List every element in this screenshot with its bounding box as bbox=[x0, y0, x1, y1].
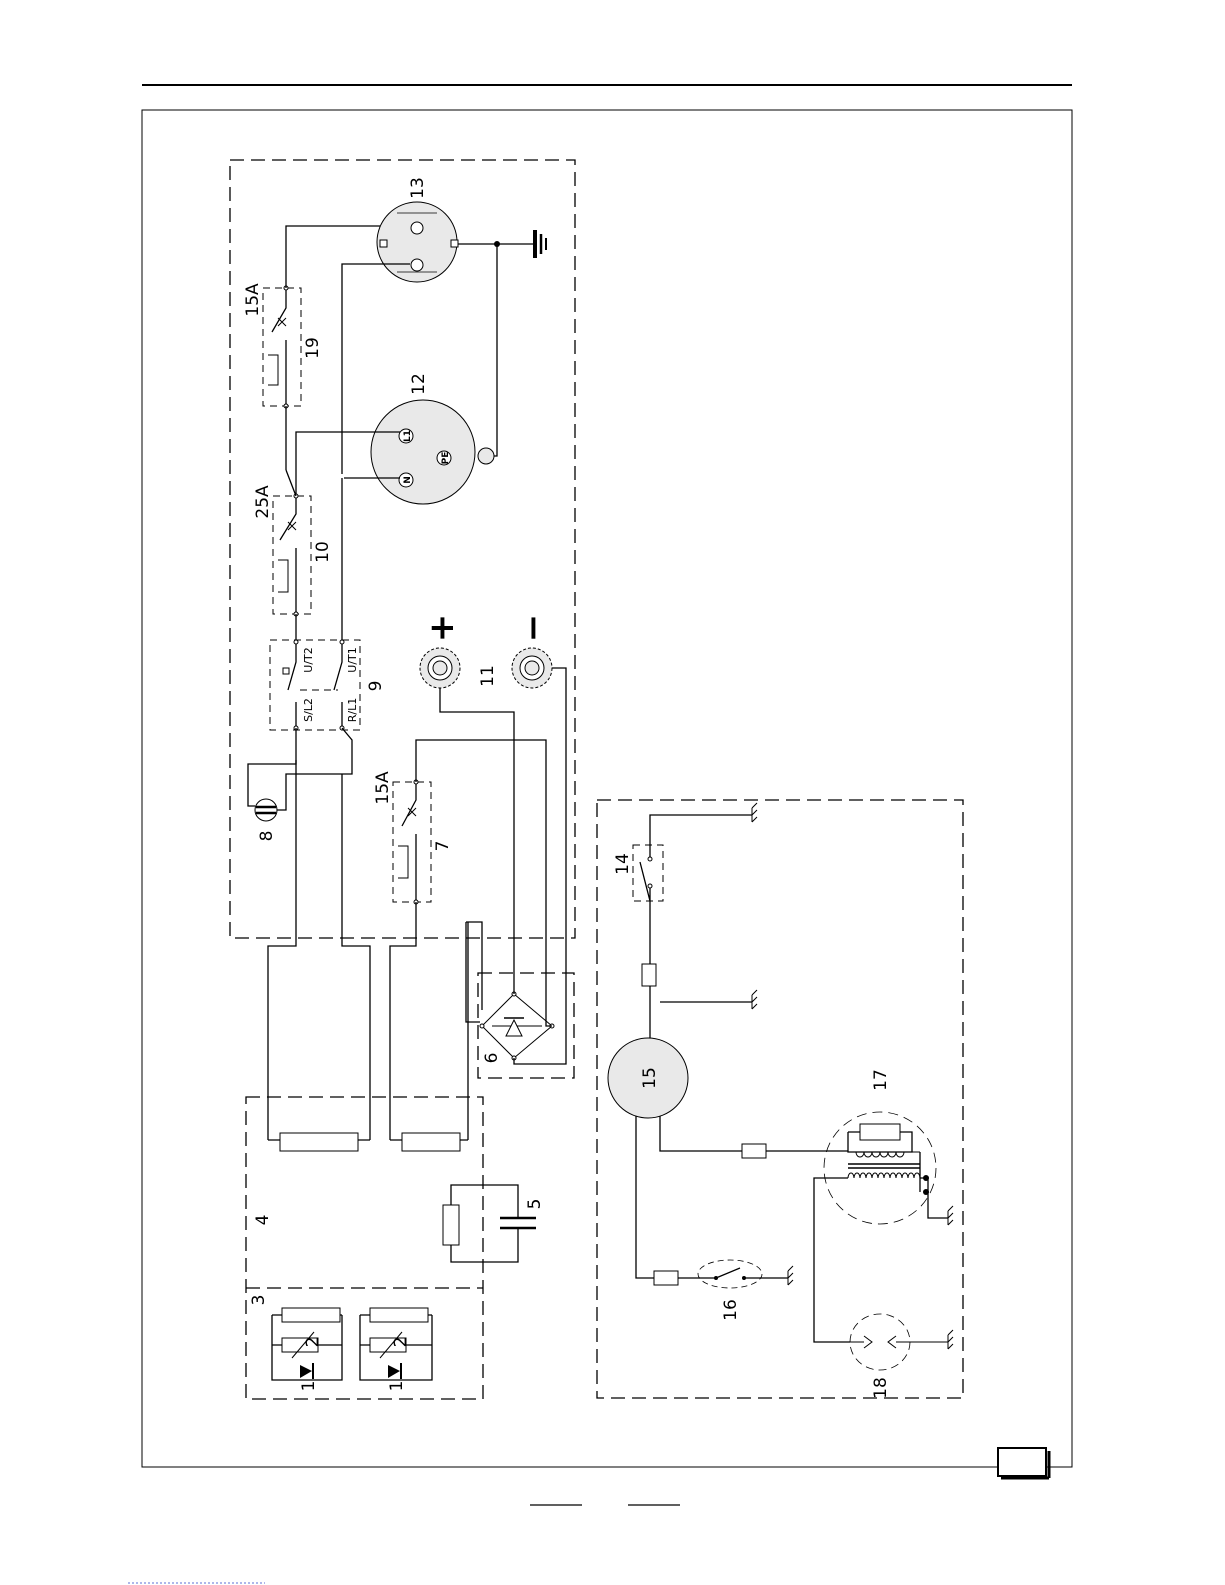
breaker-19 bbox=[263, 286, 301, 408]
label-9: 9 bbox=[366, 681, 386, 692]
socket-13 bbox=[377, 202, 458, 282]
earth-ground-symbol bbox=[458, 230, 546, 258]
lamp-18 bbox=[850, 1314, 948, 1370]
fuse-17 bbox=[742, 1144, 766, 1158]
label-17: 17 bbox=[871, 1069, 891, 1091]
rc-network-5 bbox=[443, 1185, 536, 1262]
fuse-16 bbox=[654, 1271, 678, 1285]
label-12: 12 bbox=[409, 373, 429, 395]
label-5: 5 bbox=[525, 1199, 545, 1210]
terminal-plus-sign: + bbox=[422, 614, 462, 643]
switch-14 bbox=[633, 845, 663, 901]
terminal-plus bbox=[420, 648, 460, 688]
socket-12: L1 N PE bbox=[371, 400, 494, 504]
resistor-4a bbox=[280, 1133, 358, 1151]
label-1b: 1 bbox=[387, 1381, 407, 1392]
component-labels: 13 19 15A 12 25A 10 9 11 15A 8 7 6 4 5 3… bbox=[243, 177, 891, 1399]
label-6: 6 bbox=[482, 1053, 502, 1064]
label-10: 10 bbox=[313, 541, 333, 563]
contactor-9: S/L2 R/L1 U/T2 U/T1 bbox=[270, 640, 360, 730]
page-number-box bbox=[998, 1448, 1046, 1476]
label-18: 18 bbox=[871, 1377, 891, 1399]
label-16: 16 bbox=[721, 1299, 741, 1321]
label-7: 7 bbox=[433, 841, 453, 852]
label-4: 4 bbox=[253, 1215, 273, 1226]
terminal-minus-sign: − bbox=[513, 614, 553, 643]
terminal-minus bbox=[512, 648, 552, 688]
resistor-4b bbox=[402, 1133, 460, 1151]
socket12-pin-n: N bbox=[403, 476, 413, 484]
breaker-7 bbox=[393, 780, 431, 904]
label-8: 8 bbox=[257, 831, 277, 842]
label-2a: 2 bbox=[303, 1337, 323, 1348]
rating-7: 15A bbox=[373, 771, 393, 805]
rating-19: 15A bbox=[243, 283, 263, 317]
contactor-pin-u-t2: U/T2 bbox=[302, 647, 315, 672]
breaker-10 bbox=[273, 494, 311, 616]
label-13: 13 bbox=[408, 177, 428, 199]
switch-16 bbox=[678, 1260, 788, 1288]
rating-10: 25A bbox=[253, 485, 273, 519]
rectifier-6 bbox=[480, 992, 554, 1060]
label-11: 11 bbox=[478, 665, 498, 687]
label-14: 14 bbox=[613, 853, 633, 875]
label-19: 19 bbox=[303, 337, 323, 359]
socket12-pin-pe: PE bbox=[441, 452, 451, 465]
label-3: 3 bbox=[249, 1295, 269, 1306]
socket12-pin-l: L1 bbox=[403, 430, 413, 442]
component-8 bbox=[255, 799, 277, 821]
relay-17 bbox=[824, 1112, 948, 1224]
label-1a: 1 bbox=[299, 1381, 319, 1392]
fuse-motor-top bbox=[642, 964, 656, 986]
contactor-pin-u-t1: U/T1 bbox=[346, 647, 359, 672]
label-2b: 2 bbox=[391, 1337, 411, 1348]
contactor-pin-s-l2: S/L2 bbox=[302, 698, 315, 722]
contactor-pin-r-l1: R/L1 bbox=[346, 698, 359, 722]
label-15: 15 bbox=[640, 1067, 660, 1089]
